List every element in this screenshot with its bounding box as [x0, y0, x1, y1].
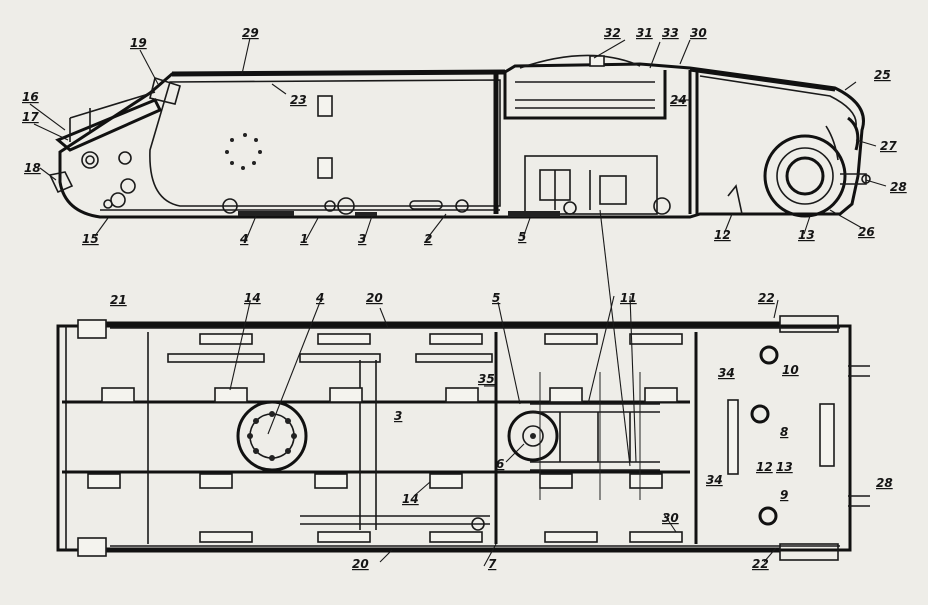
- callout-3-top: 3: [358, 232, 366, 246]
- callout-25: 25: [874, 68, 891, 82]
- top-view-callouts: 19 29 32 31 33 30 25 16 17 23 24 27 18 2…: [22, 26, 907, 246]
- callout-12-bottom: 12: [756, 460, 773, 474]
- callout-3-bottom: 3: [394, 409, 402, 423]
- callout-12-top: 12: [714, 228, 731, 242]
- callout-20-bottom: 20: [352, 557, 369, 571]
- callout-1: 1: [300, 232, 308, 246]
- hull-side-outline: [58, 62, 865, 219]
- callout-13-top: 13: [798, 228, 815, 242]
- callout-26: 26: [858, 225, 875, 239]
- callout-27: 27: [880, 139, 897, 153]
- callout-20-top: 20: [366, 291, 383, 305]
- callout-34-bottom: 34: [706, 473, 723, 487]
- callout-2: 2: [424, 232, 432, 246]
- callout-33: 33: [662, 26, 679, 40]
- escape-hatch: [236, 400, 308, 472]
- rivet-ring: [225, 133, 262, 170]
- callout-8: 8: [780, 425, 788, 439]
- callout-4-bottom: 4: [315, 291, 324, 305]
- callout-23: 23: [290, 93, 307, 107]
- hull-floor-plan: [56, 315, 870, 561]
- callout-5-bottom: 5: [492, 291, 500, 305]
- callout-4-top: 4: [239, 232, 248, 246]
- callout-22-bottom: 22: [752, 557, 769, 571]
- callout-21: 21: [110, 293, 127, 307]
- callout-17: 17: [22, 110, 39, 124]
- callout-35: 35: [478, 372, 495, 386]
- callout-5-top: 5: [518, 230, 526, 244]
- callout-30-bottom: 30: [662, 511, 679, 525]
- callout-34-top: 34: [718, 366, 735, 380]
- leader-lines: [29, 37, 887, 567]
- callout-29: 29: [242, 26, 259, 40]
- callout-32: 32: [604, 26, 621, 40]
- callout-10: 10: [782, 363, 799, 377]
- callout-9: 9: [780, 488, 788, 502]
- sprocket-assembly: [763, 134, 871, 218]
- suspension-mounts: [87, 333, 683, 543]
- callout-15: 15: [82, 232, 99, 246]
- callout-28-top: 28: [890, 180, 907, 194]
- callout-30-top: 30: [690, 26, 707, 40]
- callout-22-top: 22: [758, 291, 775, 305]
- callout-16: 16: [22, 90, 39, 104]
- callout-6: 6: [496, 457, 504, 471]
- callout-24: 24: [670, 93, 687, 107]
- callout-31: 31: [636, 26, 653, 40]
- callout-7: 7: [488, 557, 497, 571]
- bottom-view-callouts: 21 14 4 20 5 11 22 10 34 35 3 8 6 12 13 …: [110, 291, 893, 571]
- callout-14-top: 14: [244, 291, 261, 305]
- callout-19: 19: [130, 36, 147, 50]
- callout-11: 11: [620, 291, 637, 305]
- hull-side-elevation: [48, 54, 871, 219]
- callout-14-bottom: 14: [402, 492, 419, 506]
- callout-28-bottom: 28: [876, 476, 893, 490]
- callout-18: 18: [24, 161, 41, 175]
- callout-13-bottom: 13: [776, 460, 793, 474]
- driver-hatch: [55, 98, 163, 152]
